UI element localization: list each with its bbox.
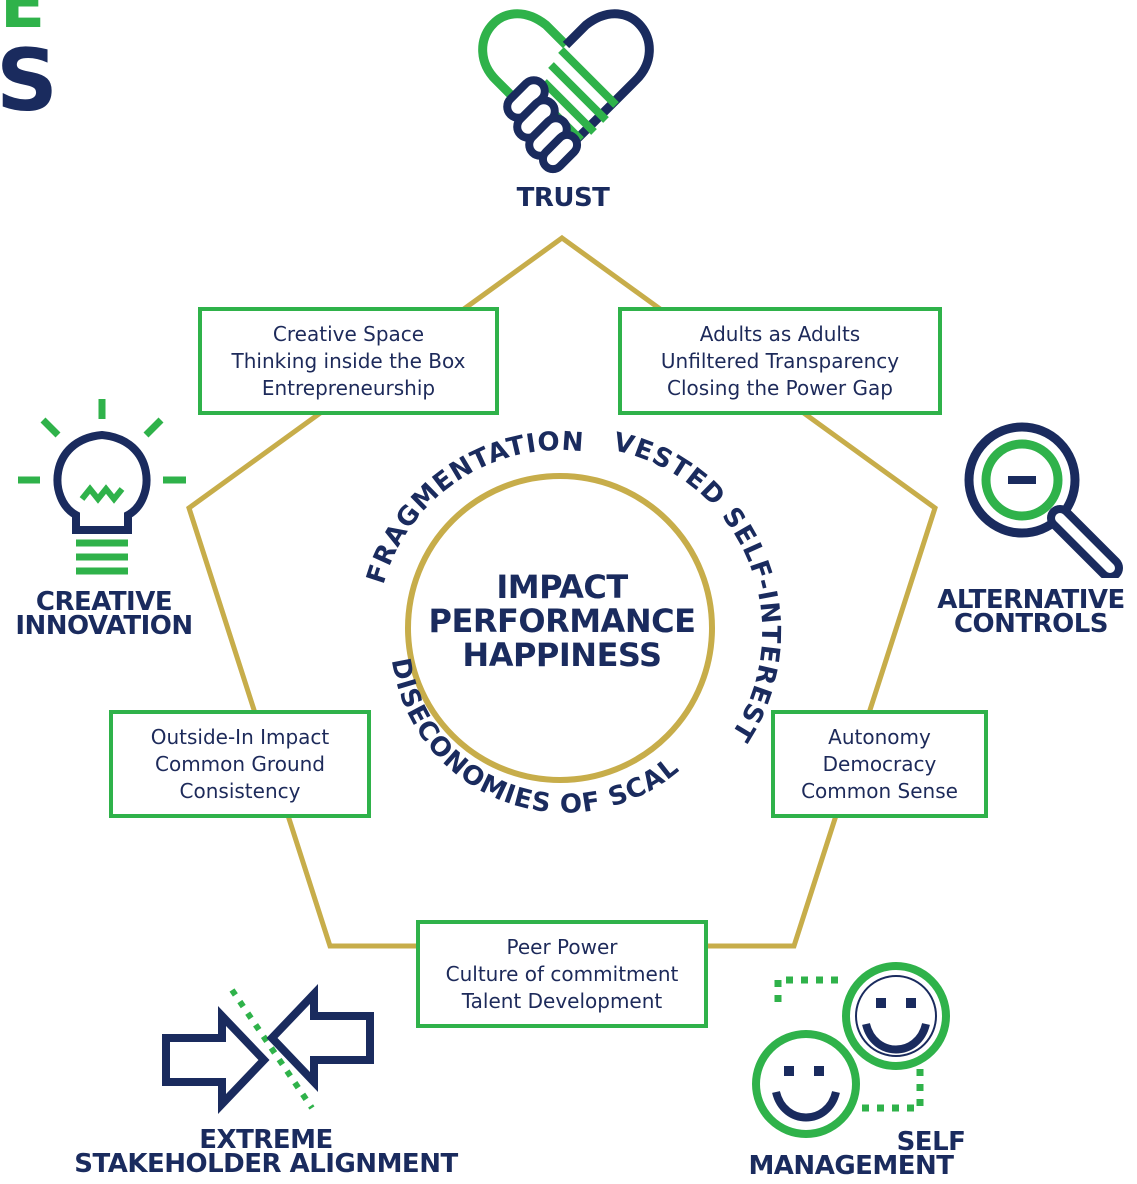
label-creative-innovation-line-1: CREATIVE	[35, 587, 173, 617]
label-creative-innovation: CREATIVE INNOVATION	[14, 587, 194, 641]
box-bottom: Peer Power Culture of commitment Talent …	[416, 920, 708, 1028]
label-creative-innovation-line-2: INNOVATION	[15, 611, 193, 641]
label-alternative-controls-line-1: ALTERNATIVE	[937, 585, 1125, 615]
box-bottom-line-2: Culture of commitment	[445, 961, 679, 986]
box-mid-right-line-3: Common Sense	[801, 778, 958, 803]
magnifier-icon	[964, 422, 1123, 578]
label-extreme-line-1: EXTREME	[199, 1125, 333, 1155]
label-extreme-line-2: STAKEHOLDER ALIGNMENT	[74, 1149, 458, 1179]
box-top-left: Creative Space Thinking inside the Box E…	[198, 307, 499, 415]
box-mid-left: Outside-In Impact Common Ground Consiste…	[109, 710, 371, 818]
center-line-impact: IMPACT	[496, 568, 628, 606]
label-extreme-stakeholder-alignment: EXTREME STAKEHOLDER ALIGNMENT	[66, 1125, 466, 1179]
center-circle	[405, 473, 715, 783]
corner-title-fragment-green: E	[0, 0, 46, 40]
box-top-right-line-3: Closing the Power Gap	[667, 375, 893, 400]
box-top-right-line-2: Unfiltered Transparency	[660, 348, 900, 373]
label-self-line-1: SELF	[896, 1127, 966, 1157]
converging-arrows-icon-graphic	[162, 984, 374, 1114]
box-bottom-line-3: Talent Development	[461, 988, 663, 1013]
box-mid-right-line-2: Democracy	[822, 751, 937, 776]
label-alternative-controls: ALTERNATIVE CONTROLS	[926, 585, 1136, 639]
box-top-right: Adults as Adults Unfiltered Transparency…	[618, 307, 942, 415]
lightbulb-icon	[18, 399, 186, 575]
label-self-management: SELF MANAGEMENT	[736, 1127, 1026, 1179]
box-top-left-line-2: Thinking inside the Box	[231, 348, 466, 373]
box-top-left-line-3: Entrepreneurship	[261, 375, 436, 400]
box-top-left-line-1: Creative Space	[272, 321, 425, 346]
center-line-happiness: HAPPINESS	[462, 636, 662, 674]
label-trust: TRUST	[516, 183, 610, 213]
box-mid-left-line-2: Common Ground	[155, 751, 325, 776]
center-title: IMPACT PERFORMANCE HAPPINESS	[412, 570, 712, 672]
box-mid-right: Autonomy Democracy Common Sense	[771, 710, 988, 818]
box-mid-left-line-3: Consistency	[179, 778, 301, 803]
label-alternative-controls-line-2: CONTROLS	[953, 609, 1109, 639]
center-line-performance: PERFORMANCE	[428, 602, 696, 640]
smiley-faces-icon	[752, 962, 950, 1138]
corner-title-fragment-navy: S	[0, 31, 58, 131]
label-self-line-2: MANAGEMENT	[748, 1151, 954, 1181]
box-mid-left-line-1: Outside-In Impact	[150, 724, 330, 749]
handshake-heart-icon	[478, 9, 654, 174]
box-top-right-line-1: Adults as Adults	[699, 321, 861, 346]
converging-arrows-icon	[160, 270, 380, 410]
box-bottom-line-1: Peer Power	[506, 934, 618, 959]
box-mid-right-line-1: Autonomy	[828, 724, 931, 749]
